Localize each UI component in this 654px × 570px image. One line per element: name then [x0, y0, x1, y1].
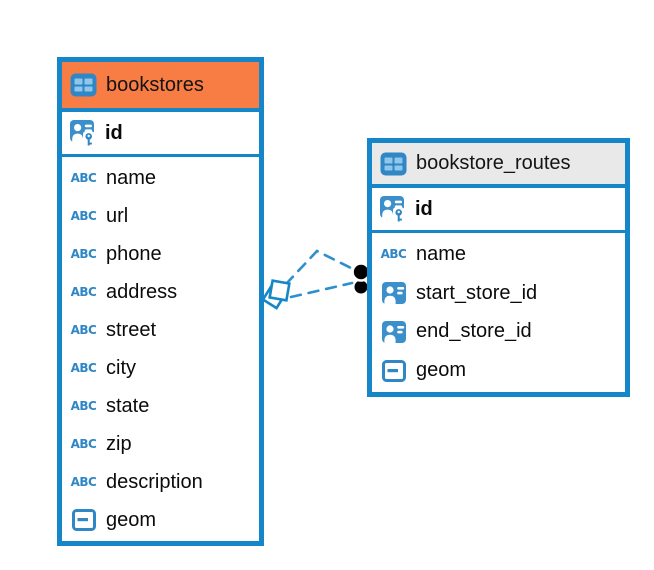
- column-name: city: [106, 356, 136, 379]
- column-name: geom: [416, 359, 467, 382]
- column-name: start_store_id: [416, 281, 538, 304]
- primary-key-icon: [70, 119, 96, 147]
- text-type-icon: ABC: [70, 361, 97, 375]
- relationship-line-lower[interactable]: [289, 281, 354, 299]
- column-row-id[interactable]: id: [372, 188, 625, 233]
- diamond-marker-back: [261, 284, 287, 310]
- column-row-street[interactable]: ABC street: [62, 311, 259, 349]
- column-name: name: [416, 242, 467, 265]
- column-list: ABC name start_store_id: [372, 233, 625, 392]
- text-type-icon: ABC: [70, 399, 97, 413]
- many-marker-diamonds[interactable]: [261, 279, 291, 310]
- column-name: description: [106, 470, 203, 493]
- table-bookstores[interactable]: bookstores id A: [57, 57, 264, 546]
- table-icon: [70, 73, 97, 97]
- column-name: street: [106, 318, 157, 341]
- dot-marker-lower: [354, 280, 368, 294]
- column-row-name[interactable]: ABC name: [62, 159, 259, 197]
- column-row-name[interactable]: ABC name: [372, 235, 625, 274]
- column-row-phone[interactable]: ABC phone: [62, 235, 259, 273]
- relationship-line-upper[interactable]: [284, 249, 355, 286]
- text-type-icon: ABC: [70, 475, 97, 489]
- table-title: bookstore_routes: [416, 152, 571, 174]
- column-row-end-store-id[interactable]: end_store_id: [372, 313, 625, 352]
- table-header-bookstore-routes[interactable]: bookstore_routes: [372, 143, 625, 188]
- column-row-zip[interactable]: ABC zip: [62, 425, 259, 463]
- column-name: id: [415, 197, 433, 220]
- diamond-marker-front: [268, 279, 291, 302]
- column-row-description[interactable]: ABC description: [62, 463, 259, 501]
- column-name: phone: [106, 242, 162, 265]
- column-name: geom: [106, 508, 157, 531]
- table-icon: [380, 152, 407, 176]
- relationship-lines: [284, 249, 355, 299]
- column-row-city[interactable]: ABC city: [62, 349, 259, 387]
- text-type-icon: ABC: [70, 323, 97, 337]
- text-type-icon: ABC: [70, 209, 97, 223]
- geometry-type-icon: [70, 509, 97, 531]
- column-row-state[interactable]: ABC state: [62, 387, 259, 425]
- geometry-type-icon: [380, 359, 407, 382]
- table-title: bookstores: [106, 73, 204, 96]
- text-type-icon: ABC: [70, 437, 97, 451]
- column-name: id: [105, 121, 123, 144]
- column-list: ABC name ABC url ABC phone ABC address A…: [62, 157, 259, 541]
- column-row-id[interactable]: id: [62, 112, 259, 157]
- text-type-icon: ABC: [70, 247, 97, 261]
- table-header-bookstores[interactable]: bookstores: [62, 62, 259, 112]
- column-row-address[interactable]: ABC address: [62, 273, 259, 311]
- column-name: zip: [106, 432, 132, 455]
- column-row-start-store-id[interactable]: start_store_id: [372, 274, 625, 313]
- column-name: end_store_id: [416, 320, 532, 343]
- primary-key-icon: [380, 195, 406, 223]
- text-type-icon: ABC: [70, 285, 97, 299]
- foreign-key-icon: [380, 282, 407, 305]
- column-row-geom[interactable]: geom: [62, 501, 259, 539]
- column-name: url: [106, 204, 129, 227]
- column-name: address: [106, 280, 178, 303]
- text-type-icon: ABC: [380, 247, 407, 262]
- text-type-icon: ABC: [70, 171, 97, 185]
- column-name: state: [106, 394, 150, 417]
- column-name: name: [106, 166, 157, 189]
- foreign-key-icon: [380, 320, 407, 343]
- column-row-geom[interactable]: geom: [372, 351, 625, 390]
- column-row-url[interactable]: ABC url: [62, 197, 259, 235]
- table-bookstore-routes[interactable]: bookstore_routes id: [367, 138, 630, 397]
